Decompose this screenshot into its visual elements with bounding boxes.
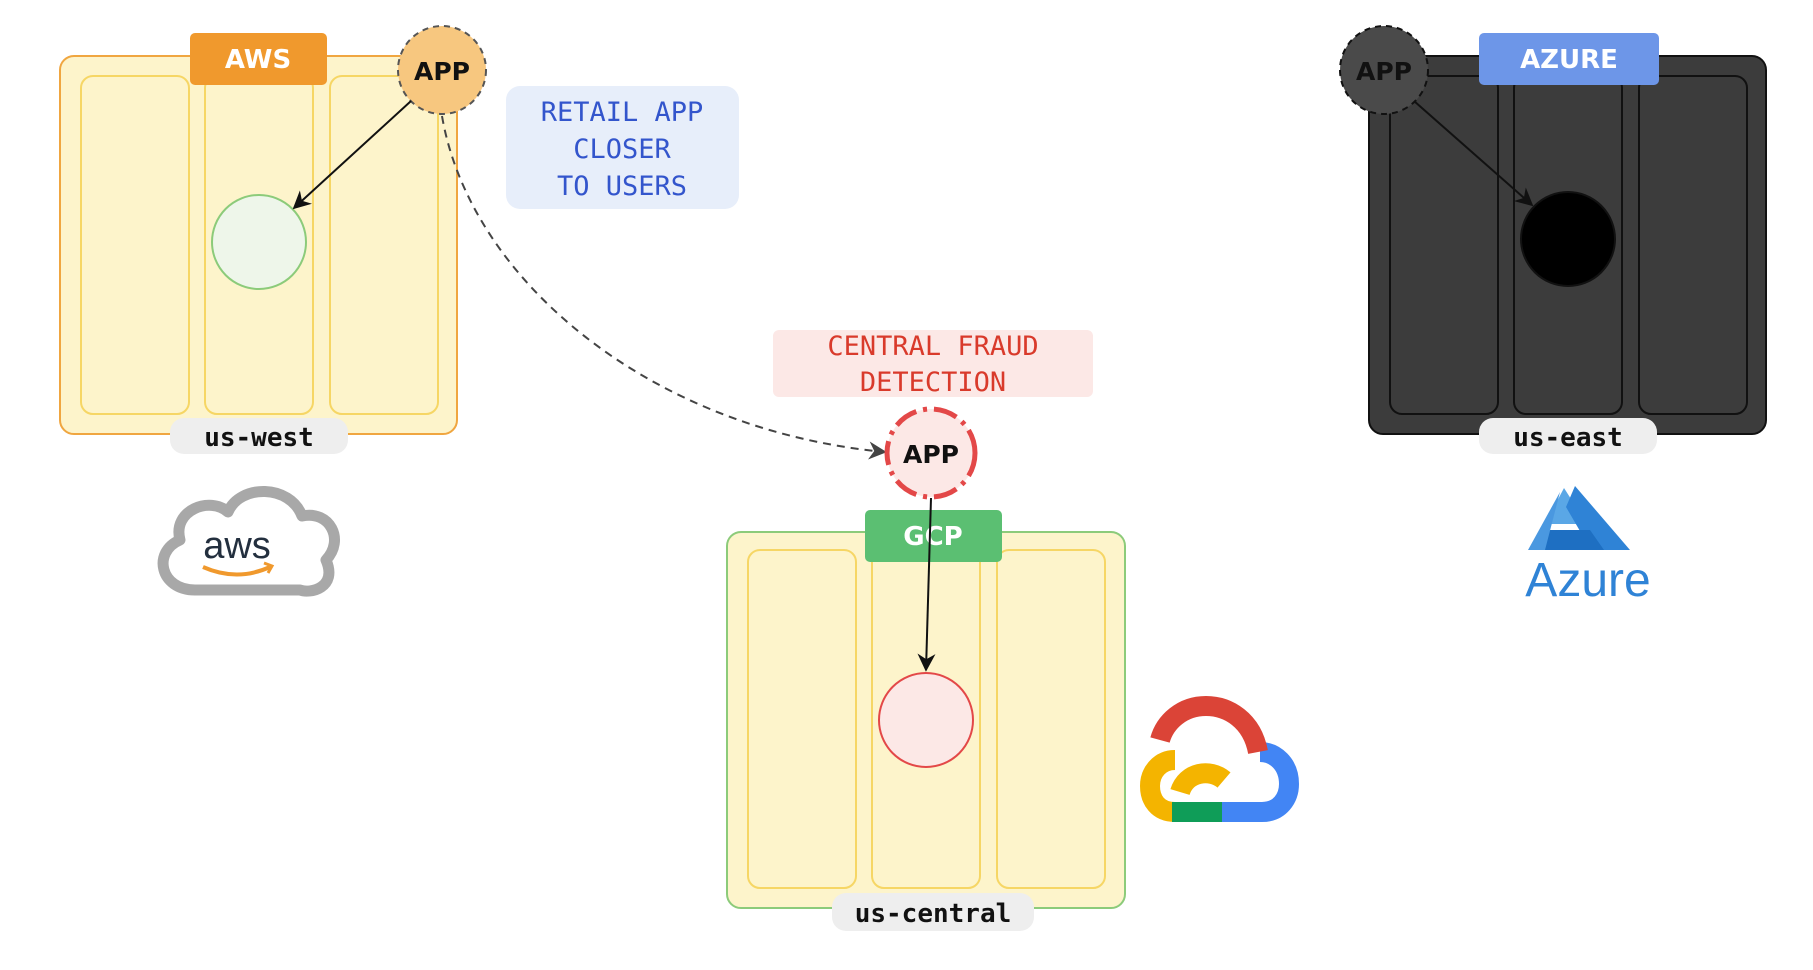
aws-region: AWS us-west <box>59 33 458 454</box>
aws-region-label-bg <box>170 418 348 454</box>
retail-line-1: RETAIL APP <box>541 97 704 128</box>
azure-logo-icon: Azure <box>1525 486 1651 607</box>
aws-app-to-data-arrow <box>292 100 412 210</box>
fraud-annotation-bg <box>773 330 1093 397</box>
aws-logo-icon: aws <box>157 486 340 597</box>
gcp-region-label-bg <box>832 893 1034 931</box>
retail-line-3: TO USERS <box>557 171 687 202</box>
aws-tag-bg <box>190 33 327 85</box>
gcp-app-label: APP <box>903 440 959 469</box>
aws-tag: AWS <box>225 45 291 75</box>
retail-annotation-bg <box>506 86 739 209</box>
azure-logo-text: Azure <box>1525 554 1650 607</box>
retail-line-2: CLOSER <box>573 134 671 165</box>
gcp-tag: GCP <box>903 522 962 552</box>
gcp-region-label: us-central <box>855 899 1012 929</box>
gcp-app-node <box>884 406 978 500</box>
azure-app-node <box>1339 25 1429 115</box>
azure-app-label: APP <box>1356 57 1412 86</box>
azure-app-to-data-arrow <box>1413 100 1534 207</box>
azure-region-label-bg <box>1479 418 1657 454</box>
aws-data-node <box>211 194 307 290</box>
gcp-logo-icon <box>1139 695 1300 822</box>
fraud-annotation: CENTRAL FRAUD DETECTION <box>773 330 1093 398</box>
azure-zone-3 <box>1638 75 1748 415</box>
gcp-region: GCP us-central <box>726 510 1126 931</box>
azure-region: AZURE us-east <box>1368 33 1767 454</box>
azure-region-label: us-east <box>1513 423 1623 453</box>
aws-to-gcp-dashed-arrow <box>441 115 887 460</box>
aws-zone-3 <box>329 75 439 415</box>
gcp-tag-bg <box>865 510 1002 562</box>
gcp-zone-1 <box>747 549 857 889</box>
azure-tag-bg <box>1479 33 1659 85</box>
aws-app-node <box>397 25 487 115</box>
azure-tag: AZURE <box>1520 45 1618 75</box>
gcp-app-to-data-arrow <box>917 497 936 672</box>
azure-data-node <box>1520 191 1616 287</box>
gcp-data-node <box>878 672 974 768</box>
azure-zone-1 <box>1389 75 1499 415</box>
aws-logo-text: aws <box>203 525 271 567</box>
aws-region-label: us-west <box>204 423 314 453</box>
fraud-line-1: CENTRAL FRAUD <box>827 331 1038 362</box>
retail-annotation: RETAIL APP CLOSER TO USERS <box>506 86 739 209</box>
aws-app-label: APP <box>414 57 470 86</box>
fraud-line-2: DETECTION <box>860 367 1006 398</box>
gcp-zone-3 <box>996 549 1106 889</box>
aws-zone-1 <box>80 75 190 415</box>
